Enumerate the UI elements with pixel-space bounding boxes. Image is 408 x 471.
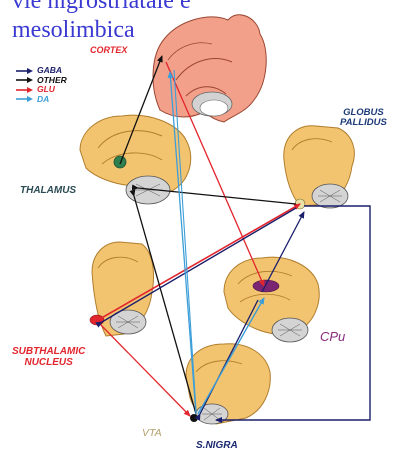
legend-item-gaba: GABA <box>15 66 67 76</box>
pathway-lines <box>95 55 371 423</box>
legend-item-other: OTHER <box>15 74 67 86</box>
vta-label: VTA <box>142 427 162 439</box>
legend-item-glu: GLU <box>15 85 67 95</box>
legend-label-da: DA <box>37 93 50 104</box>
snigra-label: S.NIGRA <box>196 440 238 451</box>
title-line-1: vie nigrostriatale e <box>12 0 191 14</box>
cortex-brain <box>152 14 267 123</box>
subthalamic-nucleus-label: SUBTHALAMIC NUCLEUS <box>12 346 85 368</box>
legend: GABA OTHER GLU DA <box>15 66 67 104</box>
subthalamic-brain <box>89 241 155 337</box>
cpu-label: CPu <box>320 329 346 344</box>
arrow-icon <box>16 86 33 93</box>
arrow-icon <box>16 96 33 103</box>
globus-pallidus-label: GLOBUS PALLIDUS <box>340 107 387 129</box>
globus-pallidus-line-1: GLOBUS <box>343 107 384 118</box>
cortex-label: CORTEX <box>90 45 128 55</box>
page-title: vie nigrostriatale e mesolimbica <box>12 0 191 45</box>
snigra-brain <box>185 343 271 425</box>
thalamus-label: THALAMUS <box>20 185 77 196</box>
cpu-brain <box>223 256 320 343</box>
arrow-icon <box>16 67 33 74</box>
legend-label-other: OTHER <box>37 74 67 85</box>
subthalamic-line-1: SUBTHALAMIC <box>12 346 86 357</box>
arrow-icon <box>16 77 33 84</box>
globus-pallidus-brain <box>283 125 355 210</box>
title-line-2: mesolimbica <box>12 17 135 43</box>
legend-label-glu: GLU <box>37 84 55 95</box>
subthalamic-line-2: NUCLEUS <box>24 357 73 368</box>
thalamus-brain <box>79 114 192 205</box>
legend-item-da: DA <box>15 93 67 105</box>
legend-label-gaba: GABA <box>37 65 63 76</box>
globus-pallidus-line-2: PALLIDUS <box>340 117 387 129</box>
